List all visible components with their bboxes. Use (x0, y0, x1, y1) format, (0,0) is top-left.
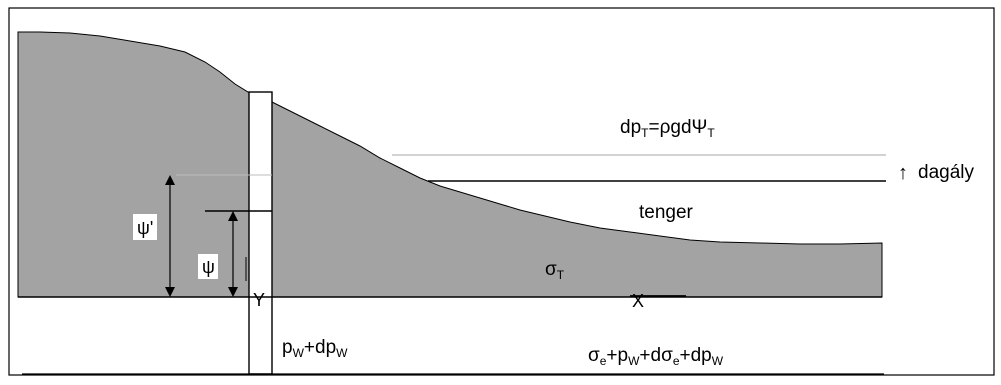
psi-arrow (228, 211, 238, 297)
sigma-t-label: σT (545, 259, 565, 282)
psi-label-bg (198, 254, 218, 279)
well-column (248, 91, 273, 375)
ground-profile (17, 31, 883, 298)
pw-dpw-label: pW+dpW (282, 337, 348, 360)
point-x-label: X (632, 291, 644, 311)
psi-prime-label-bg (133, 214, 157, 240)
sea-label: tenger (639, 202, 694, 223)
psi-prime-arrow (165, 175, 175, 297)
point-y-label: Y (253, 290, 265, 310)
psi-label: ψ (202, 257, 215, 277)
rise-arrow-icon: ↑ (898, 162, 908, 184)
tide-pressure-label: dpT=ρgdΨT (620, 117, 715, 140)
psi-prime-label: ψ' (137, 218, 153, 238)
diagram-frame (8, 7, 995, 376)
bottom-expression-label: σe+pW+dσe+dpW (588, 345, 724, 368)
rise-label: dagály (918, 162, 974, 183)
